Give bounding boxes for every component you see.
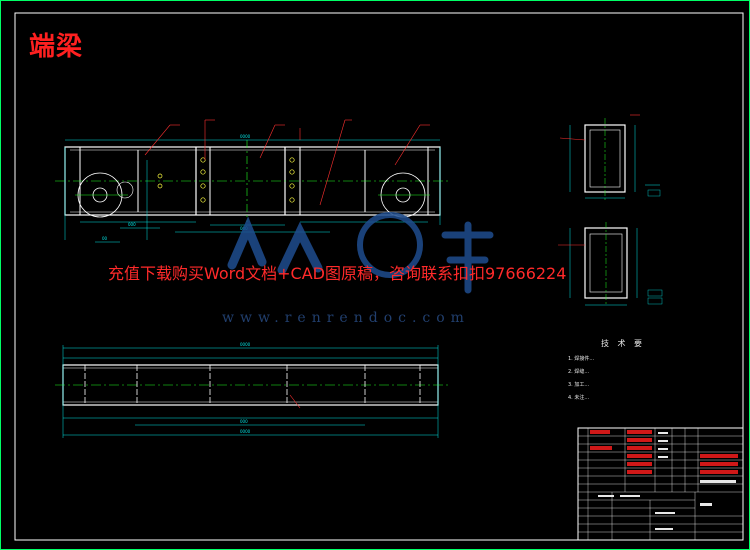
section-view-a — [559, 114, 661, 200]
svg-text:000: 000 — [128, 222, 136, 227]
technical-note-item: 4. 未注... — [568, 395, 590, 401]
svg-text:0000: 0000 — [240, 134, 251, 139]
svg-text:00: 00 — [102, 236, 108, 241]
front-view: 0000 000 000 00 — [55, 119, 450, 243]
svg-text:0000: 0000 — [240, 342, 251, 347]
watermark-logo-mark — [227, 212, 494, 294]
drawing-title: 端梁 — [29, 32, 84, 62]
watermark-url: www.renrendoc.com — [222, 310, 470, 326]
promo-banner: 充值下载购买Word文档+CAD图原稿，咨询联系扣扣97666224 — [108, 264, 567, 283]
technical-note-item: 1. 焊接件... — [568, 356, 595, 362]
technical-notes-heading: 技 术 要 — [600, 339, 646, 348]
technical-notes: 技 术 要 1. 焊接件... 2. 焊缝... 3. 加工... 4. 未注.… — [568, 338, 678, 407]
svg-text:0000: 0000 — [240, 429, 251, 434]
section-view-b — [558, 222, 663, 306]
technical-note-item: 3. 加工... — [568, 382, 590, 388]
inner-border — [14, 12, 744, 541]
title-block — [577, 427, 744, 541]
plan-view: 0000 000 0000 — [55, 342, 448, 438]
technical-note-item: 2. 焊缝... — [568, 369, 590, 375]
svg-text:000: 000 — [240, 419, 248, 424]
